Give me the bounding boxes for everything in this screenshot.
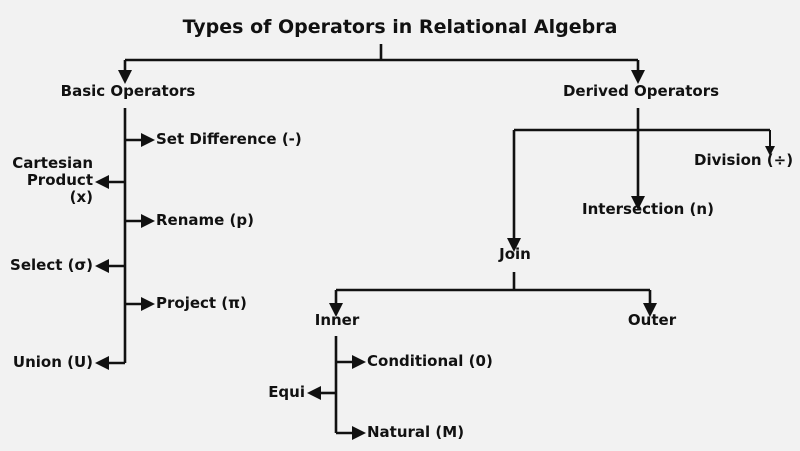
node-conditional: Conditional (0) (367, 352, 493, 370)
node-outer: Outer (627, 311, 677, 329)
arrowhead-select (95, 259, 109, 273)
node-equi: Equi (268, 383, 305, 401)
arrowhead-rename (141, 214, 155, 228)
arrowhead-basic (118, 70, 132, 84)
arrowhead-natural (352, 426, 366, 440)
node-derived-operators: Derived Operators (562, 82, 720, 100)
node-project: Project (π) (156, 294, 247, 312)
arrowhead-conditional (352, 355, 366, 369)
node-cartesian-product-line3: (x) (69, 188, 93, 206)
node-inner: Inner (314, 311, 360, 329)
arrowhead-equi (307, 386, 321, 400)
arrowhead-inner (329, 303, 343, 317)
node-rename: Rename (p) (156, 211, 254, 229)
node-division: Division (÷) (694, 151, 794, 169)
arrowhead-intersection (631, 196, 645, 210)
node-set-difference: Set Difference (-) (156, 130, 302, 148)
arrowhead-union (95, 356, 109, 370)
arrowheads (95, 70, 775, 440)
page-title: Types of Operators in Relational Algebra (182, 16, 618, 38)
arrowhead-project (141, 297, 155, 311)
node-cartesian-product-line1: Cartesian (12, 154, 93, 172)
node-intersection: Intersection (n) (582, 200, 714, 218)
node-union: Union (U) (12, 353, 93, 371)
node-select: Select (σ) (10, 256, 93, 274)
arrowhead-outer (643, 303, 657, 317)
arrowhead-join (507, 238, 521, 252)
node-cartesian-product-line2: Product (26, 171, 93, 189)
node-natural: Natural (M) (367, 423, 465, 441)
arrowhead-set-difference (141, 133, 155, 147)
arrowhead-cartesian (95, 175, 109, 189)
arrowhead-division (765, 146, 775, 156)
arrowhead-derived (631, 70, 645, 84)
node-join: Join (499, 245, 531, 263)
node-basic-operators: Basic Operators (60, 82, 196, 100)
